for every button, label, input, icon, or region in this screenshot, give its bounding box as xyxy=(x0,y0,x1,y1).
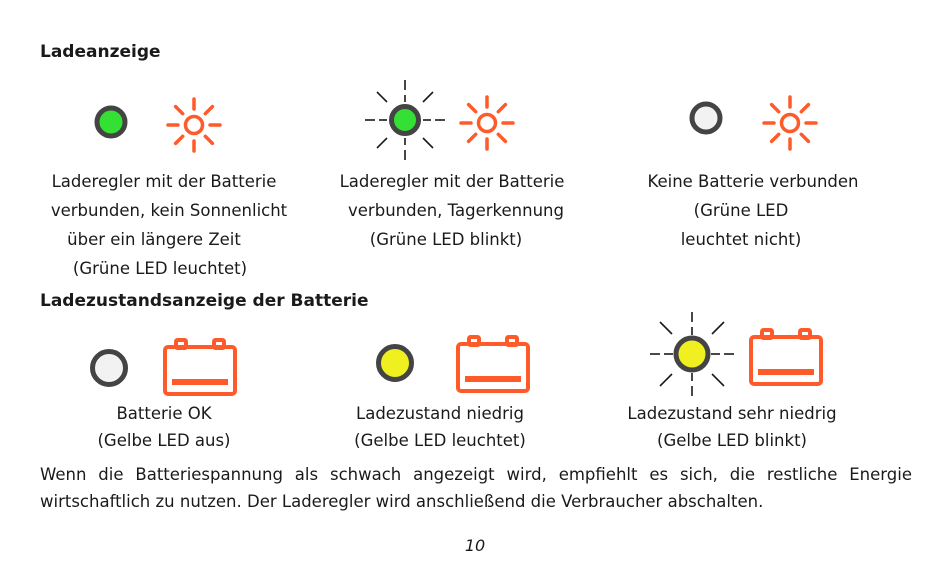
caption-line: (Grüne LED leuchtet) xyxy=(72,259,248,278)
caption-green-led-blink: Laderegler mit der Batterie verbunden, T… xyxy=(330,167,582,254)
battery-icon xyxy=(749,328,823,386)
caption-yellow-led-blink: Ladezustand sehr niedrig (Gelbe LED blin… xyxy=(614,400,850,454)
caption-line: über ein längere Zeit xyxy=(67,230,241,249)
led-green-blink-icon xyxy=(365,80,445,160)
caption-yellow-led-on: Ladezustand niedrig (Gelbe LED leuchtet) xyxy=(330,400,550,454)
caption-line: verbunden, kein Sonnenlicht xyxy=(50,201,288,220)
body-paragraph: Wenn die Batteriespannung als schwach an… xyxy=(40,465,912,511)
caption-line: (Gelbe LED leuchtet) xyxy=(354,431,526,450)
sun-icon xyxy=(762,95,818,151)
caption-line: (Gelbe LED aus) xyxy=(97,431,231,450)
led-yellow-blink-icon xyxy=(650,312,734,396)
caption-green-led-off: Keine Batterie verbunden (Grüne LED leuc… xyxy=(620,167,872,254)
caption-line: Laderegler mit der Batterie xyxy=(339,172,565,191)
sun-icon xyxy=(166,97,222,153)
caption-line: (Gelbe LED blinkt) xyxy=(657,431,807,450)
caption-line: (Grüne LED xyxy=(693,201,789,220)
battery-icon xyxy=(456,335,530,393)
caption-line: Ladezustand niedrig xyxy=(356,404,524,423)
section-heading-battery-state: Ladezustandsanzeige der Batterie xyxy=(40,291,369,311)
led-off-icon xyxy=(90,349,128,387)
caption-green-led-on: Laderegler mit der Batterie verbunden, k… xyxy=(38,167,300,283)
caption-line: Batterie OK xyxy=(116,404,212,423)
battery-icon xyxy=(163,338,237,396)
caption-line: Laderegler mit der Batterie xyxy=(51,172,277,191)
section-heading-charge-indicator: Ladeanzeige xyxy=(40,42,161,62)
led-off-icon xyxy=(689,101,723,135)
page-number: 10 xyxy=(464,536,486,555)
sun-icon xyxy=(459,95,515,151)
caption-line: leuchtet nicht) xyxy=(680,230,802,249)
caption-line: verbunden, Tagerkennung xyxy=(348,201,564,220)
led-yellow-icon xyxy=(376,344,414,382)
caption-yellow-led-off: Batterie OK (Gelbe LED aus) xyxy=(64,400,264,454)
caption-line: Keine Batterie verbunden xyxy=(647,172,859,191)
caption-line: (Grüne LED blinkt) xyxy=(369,230,523,249)
caption-line: Ladezustand sehr niedrig xyxy=(627,404,837,423)
led-green-icon xyxy=(94,105,128,139)
